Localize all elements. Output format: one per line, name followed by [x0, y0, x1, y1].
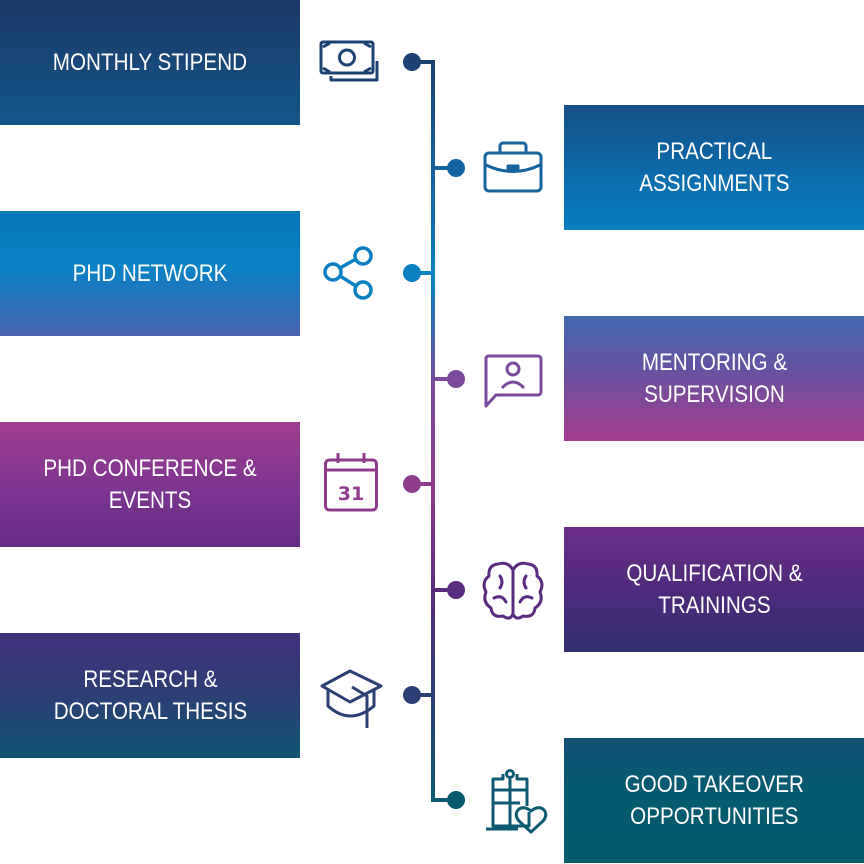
item-label: PRACTICAL ASSIGNMENTS	[638, 137, 790, 197]
briefcase-icon	[483, 141, 543, 193]
chat-person-icon	[484, 354, 543, 408]
timeline-dot	[403, 475, 421, 493]
graduation-cap-icon	[320, 669, 383, 728]
item-monthly-stipend: MONTHLY STIPEND	[0, 0, 300, 125]
item-label: MONTHLY STIPEND	[52, 48, 248, 76]
calendar-day: 31	[338, 483, 364, 505]
timeline-dot	[447, 370, 465, 388]
item-label: QUALIFICATION & TRAININGS	[625, 559, 803, 619]
timeline-dot	[447, 581, 465, 599]
share-network-icon	[323, 246, 373, 300]
item-phd-network: PHD NETWORK	[0, 211, 300, 336]
calendar-icon: 31	[324, 453, 378, 512]
money-icon	[319, 40, 379, 82]
item-practical-assignments: PRACTICAL ASSIGNMENTS	[564, 105, 864, 230]
item-research-doctoral-thesis: RESEARCH & DOCTORAL THESIS	[0, 633, 300, 758]
timeline-dot	[403, 686, 421, 704]
timeline-line	[412, 60, 456, 802]
item-label: MENTORING & SUPERVISION	[641, 348, 787, 408]
item-label: RESEARCH & DOCTORAL THESIS	[53, 665, 247, 725]
timeline-dot	[403, 264, 421, 282]
item-label: PHD CONFERENCE & EVENTS	[43, 454, 257, 514]
timeline-dot	[447, 159, 465, 177]
brain-icon	[482, 561, 544, 620]
timeline-dot	[447, 791, 465, 809]
item-label: PHD NETWORK	[72, 259, 228, 287]
item-mentoring-supervision: MENTORING & SUPERVISION	[564, 316, 864, 441]
item-phd-conference-events: PHD CONFERENCE & EVENTS	[0, 422, 300, 547]
item-good-takeover-opportunities: GOOD TAKEOVER OPPORTUNITIES	[564, 738, 864, 863]
job-with-heart-icon	[486, 769, 548, 834]
timeline-dot	[403, 53, 421, 71]
item-label: GOOD TAKEOVER OPPORTUNITIES	[624, 770, 804, 830]
item-qualification-trainings: QUALIFICATION & TRAININGS	[564, 527, 864, 652]
